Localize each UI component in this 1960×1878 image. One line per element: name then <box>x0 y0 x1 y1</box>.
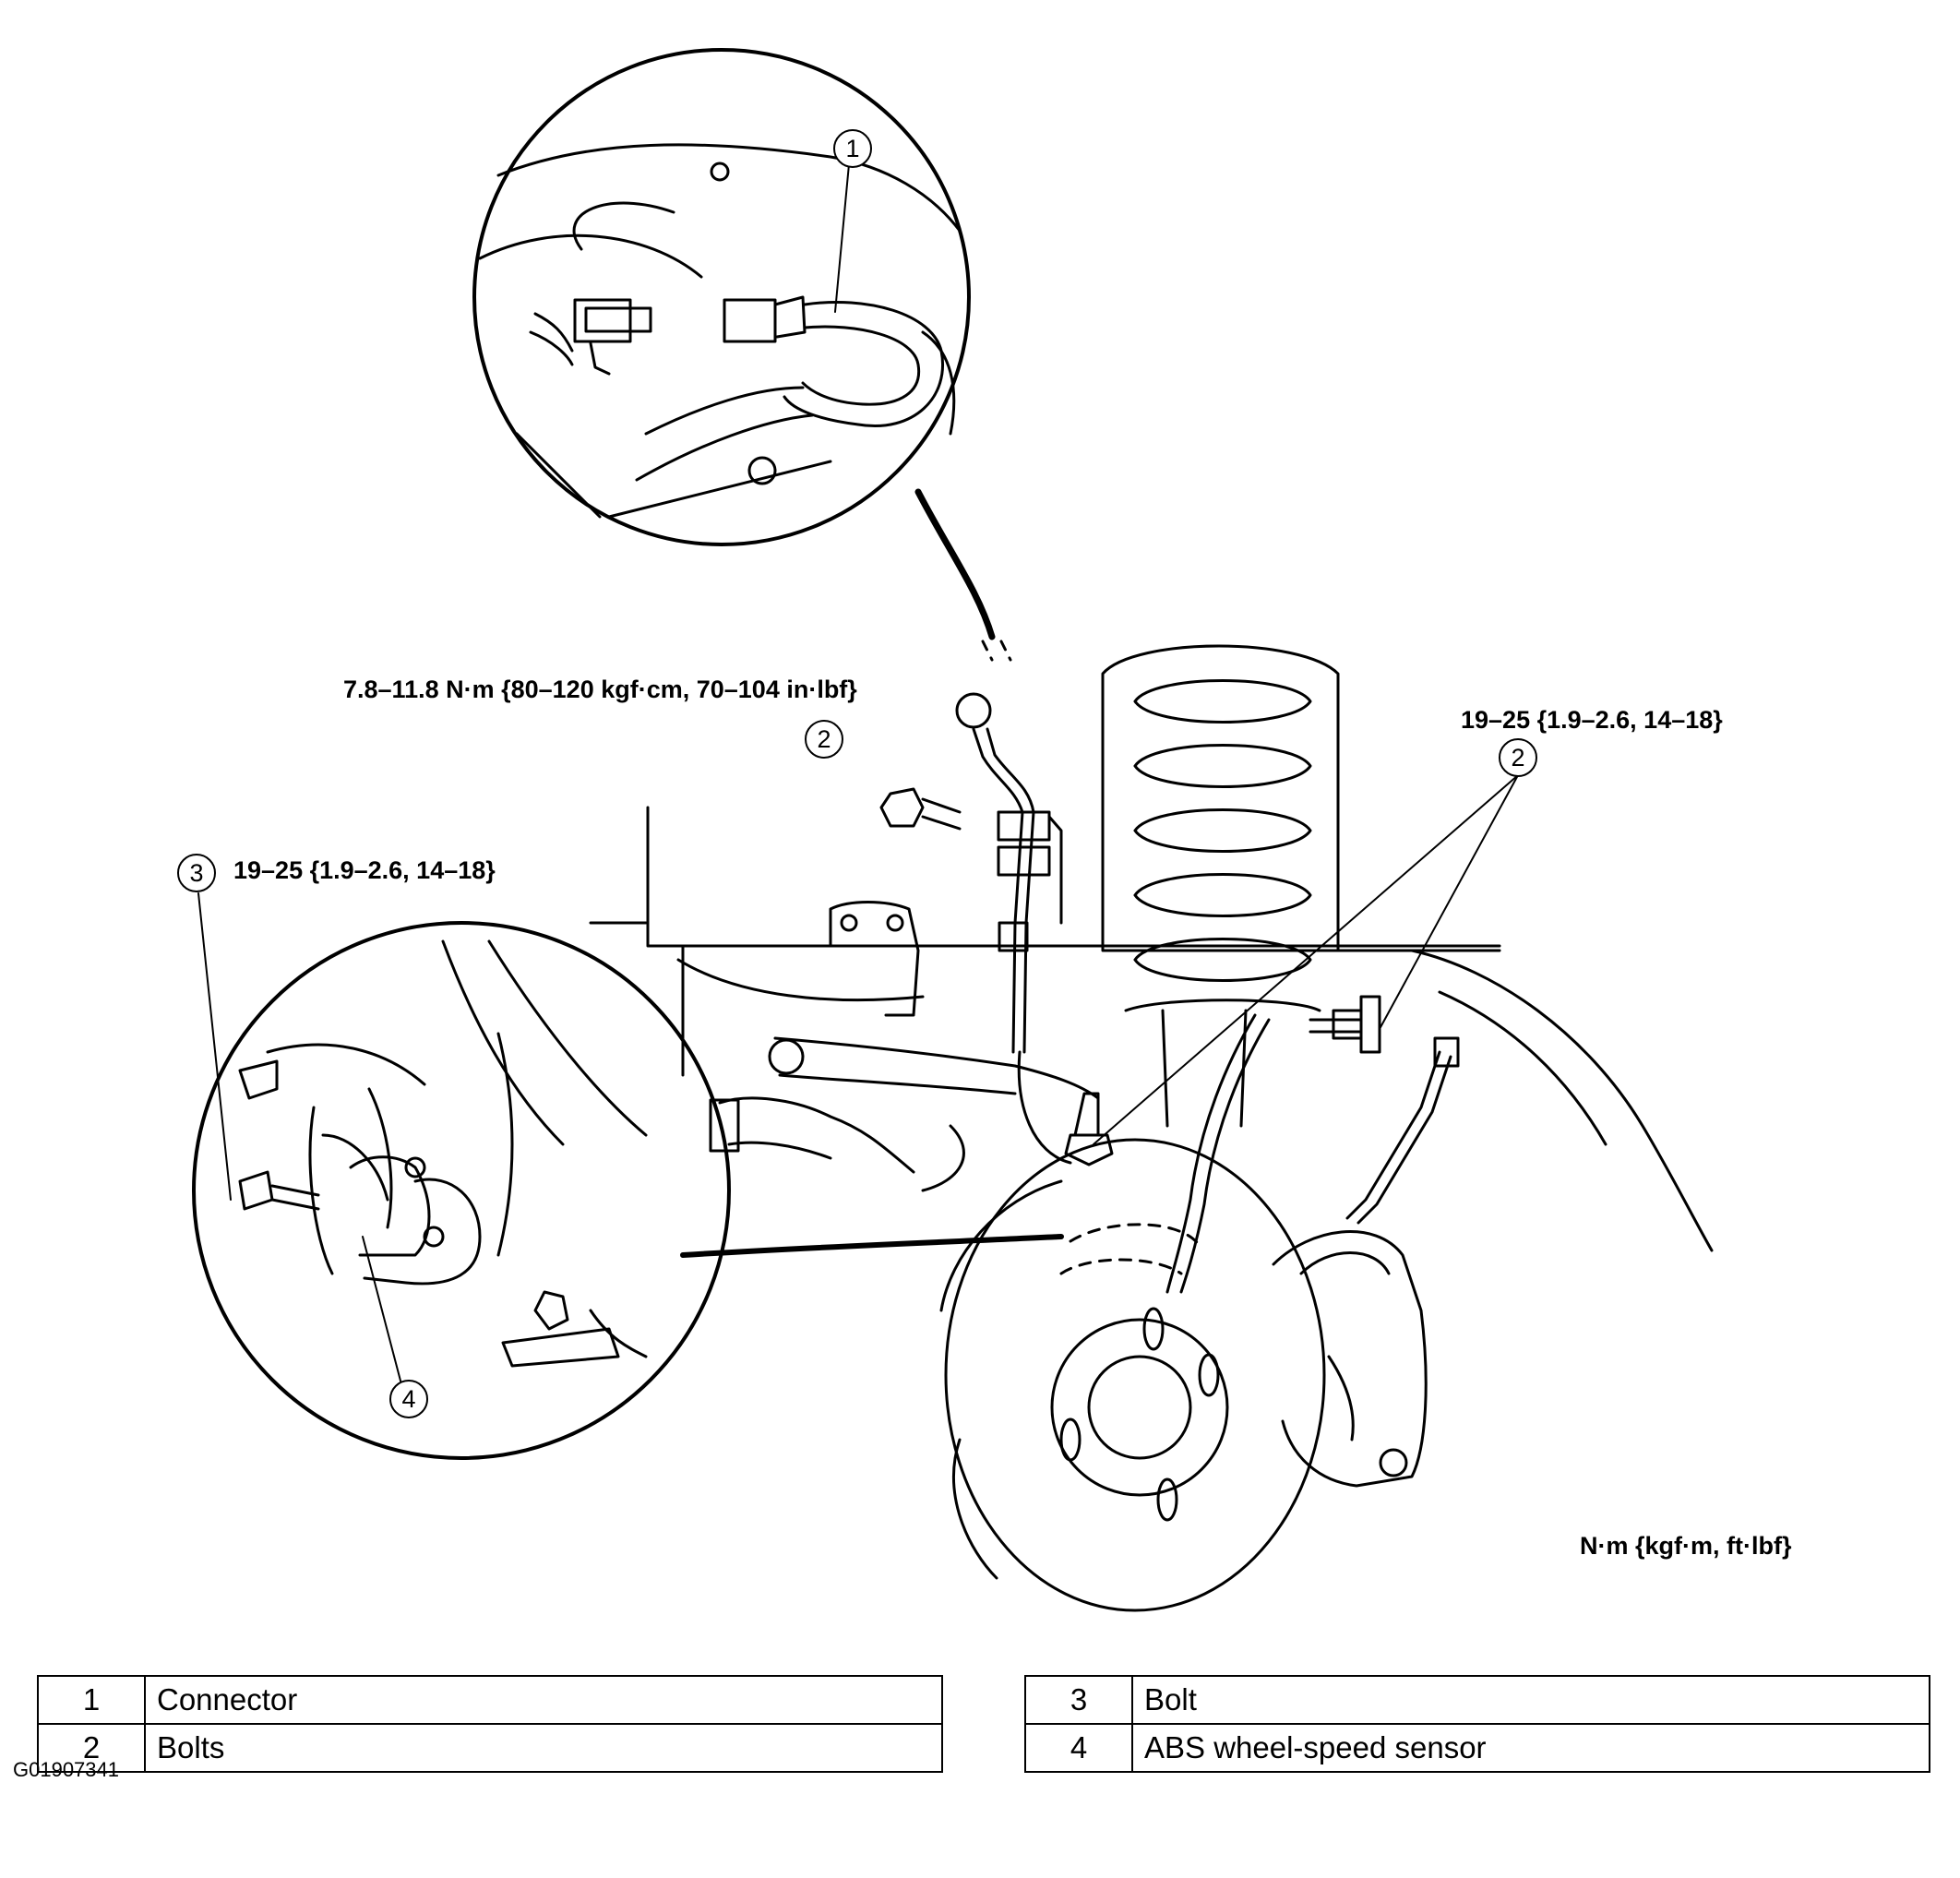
callout-4: 4 <box>389 1380 428 1418</box>
table-row: 3 Bolt <box>1024 1675 1930 1725</box>
legend-label: ABS wheel-speed sensor <box>1131 1723 1930 1773</box>
bolt-2-lower-icon <box>1064 1092 1114 1166</box>
callout-1: 1 <box>833 129 872 168</box>
coil-spring <box>1101 644 1340 1128</box>
table-row: 4 ABS wheel-speed sensor <box>1024 1723 1930 1773</box>
callout-3: 3 <box>177 854 216 892</box>
brake-rotor <box>939 1138 1326 1612</box>
callout-2-right: 2 <box>1499 738 1537 777</box>
callout-2-top: 2 <box>805 720 843 759</box>
sensor-harness <box>955 692 1460 1294</box>
figure-id: G01907341 <box>13 1758 119 1781</box>
legend-number: 1 <box>37 1675 146 1725</box>
legend-table-left: 1 Connector 2 Bolts <box>37 1675 943 1773</box>
legend-label: Bolt <box>1131 1675 1930 1725</box>
legend-table-right: 3 Bolt 4 ABS wheel-speed sensor <box>1024 1675 1930 1773</box>
table-row: 2 Bolts <box>37 1723 943 1773</box>
connector-detail-circle <box>472 48 971 546</box>
torque-right-bolts: 19–25 {1.9–2.6, 14–18} <box>1461 706 1723 734</box>
bolt-2-right-icon <box>1309 995 1381 1054</box>
brake-caliper <box>1272 1230 1428 1488</box>
torque-unit-note: N·m {kgf·m, ft·lbf} <box>1580 1532 1792 1560</box>
legend-number: 3 <box>1024 1675 1133 1725</box>
suspension-illustration <box>192 48 1714 1612</box>
torque-top-bracket: 7.8–11.8 N·m {80–120 kgf·cm, 70–104 in·l… <box>343 676 857 703</box>
torque-left-bolt: 19–25 {1.9–2.6, 14–18} <box>233 856 496 884</box>
body-panel <box>589 806 1714 1252</box>
sensor-detail-circle <box>192 921 731 1460</box>
legend-number: 4 <box>1024 1723 1133 1773</box>
legend-number: 2 <box>37 1723 146 1773</box>
legend-label: Connector <box>144 1675 943 1725</box>
legend-label: Bolts <box>144 1723 943 1773</box>
table-row: 1 Connector <box>37 1675 943 1725</box>
bolt-2-left-icon <box>879 787 962 831</box>
